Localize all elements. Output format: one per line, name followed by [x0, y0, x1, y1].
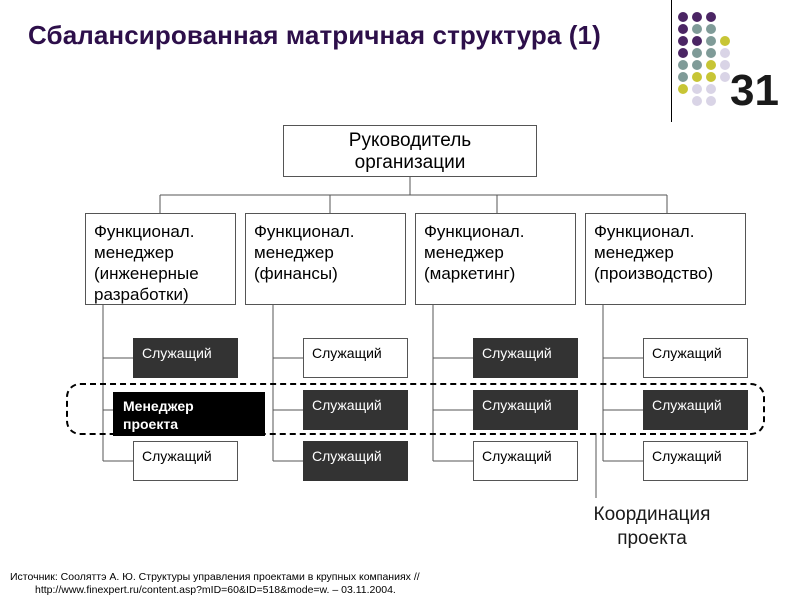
employee-box: Служащий — [303, 338, 408, 378]
decor-dot — [692, 24, 702, 34]
employee-box: Служащий — [473, 338, 578, 378]
fm-line: менеджер — [424, 243, 504, 262]
employee-box: Служащий — [473, 441, 578, 481]
decor-dot — [706, 36, 716, 46]
project-manager-box: Менеджер проекта — [113, 392, 265, 436]
functional-manager-finance: Функционал. менеджер (финансы) — [245, 213, 406, 305]
decor-dot — [678, 60, 688, 70]
decor-dot — [720, 60, 730, 70]
coordination-label: Координация проекта — [584, 503, 720, 551]
employee-box: Служащий — [643, 338, 748, 378]
functional-manager-marketing: Функционал. менеджер (маркетинг) — [415, 213, 576, 305]
decor-dot — [692, 72, 702, 82]
decor-dot — [678, 36, 688, 46]
fm-line: менеджер — [594, 243, 674, 262]
fm-line: Функционал. — [424, 222, 525, 241]
source-citation: Источник: Сооляттэ А. Ю. Структуры управ… — [10, 571, 420, 597]
org-head-box: Руководитель организации — [283, 125, 537, 177]
fm-line: Функционал. — [594, 222, 695, 241]
org-head-line1: Руководитель — [348, 130, 472, 151]
decor-dot — [678, 48, 688, 58]
slide-title: Сбалансированная матричная структура (1) — [28, 20, 601, 50]
employee-box: Служащий — [133, 441, 238, 481]
functional-manager-engineering: Функционал. менеджер (инженерные разрабо… — [85, 213, 236, 305]
fm-line: разработки) — [94, 285, 189, 304]
coordination-line2: проекта — [617, 528, 687, 549]
decor-dot — [692, 12, 702, 22]
decor-dot — [706, 24, 716, 34]
decor-vertical-line — [671, 0, 672, 122]
project-team-dashed-outline — [66, 383, 765, 435]
source-line1: Источник: Сооляттэ А. Ю. Структуры управ… — [10, 571, 420, 583]
fm-line: Функционал. — [254, 222, 355, 241]
slide-number: 31 — [730, 66, 779, 115]
employee-box: Служащий — [303, 390, 408, 430]
decor-dot — [692, 60, 702, 70]
employee-box: Служащий — [133, 338, 238, 378]
decor-dot — [692, 84, 702, 94]
decor-dot — [678, 72, 688, 82]
employee-box: Служащий — [643, 441, 748, 481]
coordination-line1: Координация — [593, 504, 711, 525]
decor-dot — [720, 48, 730, 58]
decor-dot — [706, 12, 716, 22]
fm-line: (инженерные — [94, 264, 199, 283]
fm-line: менеджер — [94, 243, 174, 262]
functional-manager-production: Функционал. менеджер (производство) — [585, 213, 746, 305]
employee-box: Служащий — [303, 441, 408, 481]
decor-dot — [706, 48, 716, 58]
decor-dot — [706, 60, 716, 70]
project-manager-line1: Менеджер — [123, 398, 194, 414]
decor-dot — [706, 96, 716, 106]
project-manager-line2: проекта — [123, 416, 178, 432]
decor-dot — [706, 72, 716, 82]
decor-dot — [678, 24, 688, 34]
fm-line: Функционал. — [94, 222, 195, 241]
employee-box: Служащий — [473, 390, 578, 430]
fm-line: менеджер — [254, 243, 334, 262]
fm-line: (маркетинг) — [424, 264, 516, 283]
decor-dot — [678, 84, 688, 94]
employee-box: Служащий — [643, 390, 748, 430]
decor-dot — [692, 96, 702, 106]
decor-dot — [706, 84, 716, 94]
fm-line: (производство) — [594, 264, 714, 283]
org-head-line2: организации — [354, 152, 466, 173]
decor-dot — [692, 48, 702, 58]
decor-dot — [720, 72, 730, 82]
fm-line: (финансы) — [254, 264, 338, 283]
decor-dot — [692, 36, 702, 46]
source-url: http://www.finexpert.ru/content.asp?mID=… — [35, 584, 396, 596]
decor-dot — [720, 36, 730, 46]
decor-dot — [678, 12, 688, 22]
